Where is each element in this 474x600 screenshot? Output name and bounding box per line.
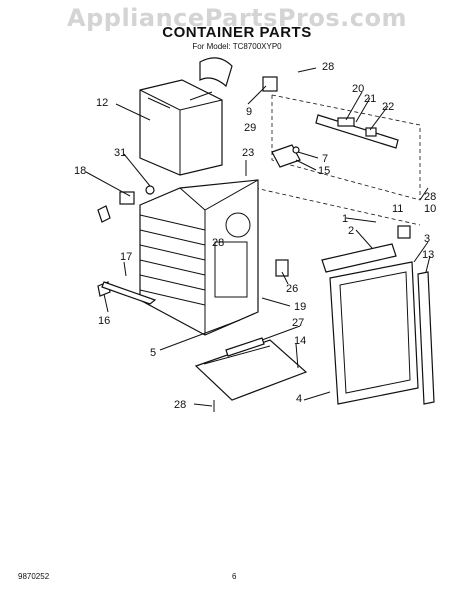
hinge-cover bbox=[199, 57, 233, 88]
callout-7: 7 bbox=[322, 153, 328, 165]
liner-bin bbox=[139, 79, 223, 176]
callout-28: 28 bbox=[322, 61, 334, 73]
hinge-11 bbox=[397, 225, 411, 239]
screw bbox=[292, 146, 300, 154]
latch-assembly bbox=[315, 114, 399, 149]
callout-21: 21 bbox=[364, 93, 376, 105]
callout-10: 10 bbox=[424, 203, 436, 215]
callout-31: 31 bbox=[114, 147, 126, 159]
callout-28: 28 bbox=[424, 191, 436, 203]
watermark: AppliancePartsPros.com bbox=[67, 4, 407, 32]
callout-13: 13 bbox=[422, 249, 434, 261]
callout-23: 23 bbox=[242, 147, 254, 159]
model-subtitle: For Model: TC8700XYP0 bbox=[192, 42, 282, 51]
callout-3: 3 bbox=[424, 233, 430, 245]
callout-26: 26 bbox=[286, 283, 298, 295]
callout-19: 19 bbox=[294, 301, 306, 313]
callout-1: 1 bbox=[342, 213, 348, 225]
kick-plate bbox=[194, 337, 308, 401]
callout-16: 16 bbox=[98, 315, 110, 327]
door-assembly bbox=[321, 243, 435, 405]
callout-4: 4 bbox=[296, 393, 302, 405]
callout-28: 28 bbox=[212, 237, 224, 249]
base-rail bbox=[101, 281, 157, 305]
callout-29: 29 bbox=[244, 122, 256, 134]
leader-lines bbox=[85, 67, 431, 407]
footer-page-number: 6 bbox=[232, 572, 237, 581]
callout-17: 17 bbox=[120, 251, 132, 263]
guide-lines bbox=[271, 94, 421, 201]
callout-28: 28 bbox=[174, 399, 186, 411]
callout-14: 14 bbox=[294, 335, 306, 347]
callout-2: 2 bbox=[348, 225, 354, 237]
callout-18: 18 bbox=[74, 165, 86, 177]
cabinet-body bbox=[139, 179, 259, 336]
callout-27: 27 bbox=[292, 317, 304, 329]
callout-12: 12 bbox=[96, 97, 108, 109]
callout-5: 5 bbox=[150, 347, 156, 359]
callout-22: 22 bbox=[382, 101, 394, 113]
page-title: CONTAINER PARTS bbox=[162, 24, 312, 41]
callout-9: 9 bbox=[246, 106, 252, 118]
guide-line bbox=[254, 187, 421, 226]
hinge-bracket bbox=[262, 76, 278, 92]
callout-11: 11 bbox=[392, 203, 403, 215]
callout-15: 15 bbox=[318, 165, 330, 177]
callout-20: 20 bbox=[352, 83, 364, 95]
side-bracket bbox=[275, 259, 289, 277]
footer-code: 9870252 bbox=[18, 572, 50, 581]
